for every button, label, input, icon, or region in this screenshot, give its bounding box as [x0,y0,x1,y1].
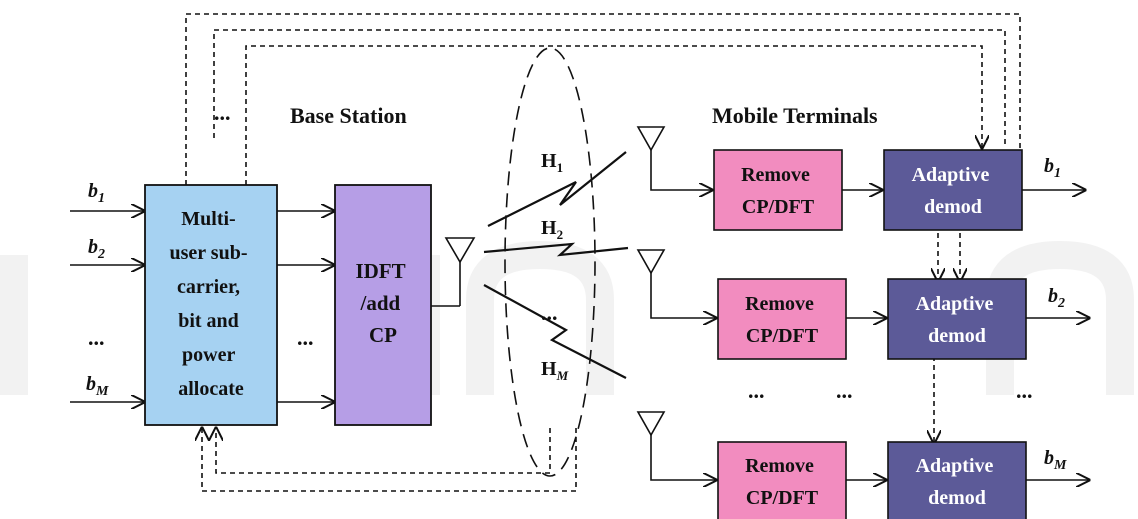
mobile-antennas [636,126,716,480]
demod-block-2 [887,278,1027,360]
remove-cp-block-2 [717,278,847,360]
demod-block-3 [887,441,1027,519]
output-label-2: b2 [1048,285,1065,311]
input-label-2: b2 [88,236,105,262]
input-ellipsis: ... [88,325,105,350]
base-station-title: Base Station [290,103,407,128]
demod-label-3: Adaptive demod [916,455,999,509]
feedback-lines-bottom [202,428,577,492]
demod-label-2: Adaptive demod [916,293,999,347]
terminal-ellipsis-1: ... [748,378,765,403]
idft-block-label: IDFT /add CP [355,259,410,347]
channel-label-m: HM [541,358,569,383]
channel-label-1: H1 [541,150,563,175]
alloc-to-idft-arrows [277,211,334,402]
remove-to-demod-arrows [842,190,886,480]
allocate-block-label: Multi- user sub- carrier, bit and power … [170,208,253,400]
channel-label-2: H2 [541,217,563,242]
terminal-ellipsis-2: ... [836,378,853,403]
input-label-1: b1 [88,180,105,206]
idft-block [334,184,432,426]
remove-cp-block-3 [717,441,847,519]
terminal-ellipsis-3: ... [1016,378,1033,403]
feedback-ellipsis: ... [214,100,231,125]
remove-cp-label-2: Remove CP/DFT [745,293,819,347]
base-station-antenna [431,237,476,307]
middle-ellipsis: ... [297,325,314,350]
remove-cp-block-1 [713,149,843,231]
demod-label-1: Adaptive demod [912,164,995,218]
allocate-block [144,184,278,426]
input-arrows [70,211,144,402]
remove-cp-label-1: Remove CP/DFT [741,164,815,218]
output-label-1: b1 [1044,155,1061,181]
wireless-links [483,151,629,379]
output-label-m: bM [1044,447,1067,473]
channel-ellipsis: ... [541,300,558,325]
demod-block-1 [883,149,1023,231]
channel-ellipse [504,47,596,477]
output-arrows [1022,190,1089,480]
remove-cp-label-3: Remove CP/DFT [745,455,819,509]
input-label-m: bM [86,373,109,399]
mobile-terminals-title: Mobile Terminals [712,103,878,128]
